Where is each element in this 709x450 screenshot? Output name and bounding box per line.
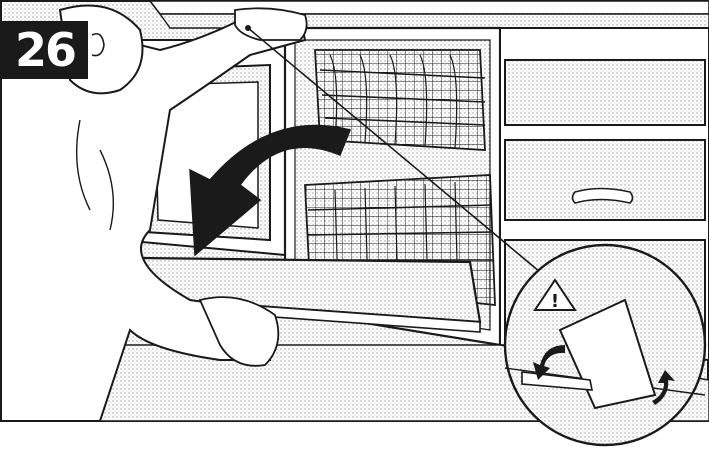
middle-drawer	[505, 140, 705, 220]
warning-symbol: !	[551, 291, 559, 312]
step-number-badge: 26	[2, 21, 88, 79]
top-drawer	[505, 60, 705, 125]
detail-callout: !	[505, 245, 705, 445]
countertop	[150, 1, 709, 14]
upper-hand	[235, 8, 307, 40]
